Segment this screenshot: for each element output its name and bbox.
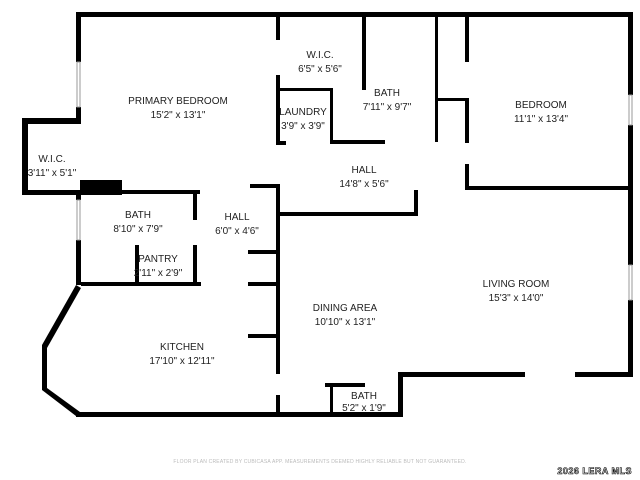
room-size: 10'10" x 13'1" <box>315 317 376 328</box>
room-size: 17'10" x 12'11" <box>149 356 215 367</box>
room-size: 7'11" x 9'7" <box>363 102 412 113</box>
windows <box>76 61 633 301</box>
room-size: 5'2" x 1'9" <box>342 403 386 414</box>
room-size: 15'2" x 13'1" <box>151 110 206 121</box>
room-size: 2'11" x 2'9" <box>134 268 183 279</box>
room-name: LIVING ROOM <box>483 279 550 290</box>
room-name: BATH <box>125 210 151 221</box>
room-size: 6'0" x 4'6" <box>215 226 259 237</box>
room-size: 11'1" x 13'4" <box>514 114 569 125</box>
room-size: 3'11" x 5'1" <box>28 168 77 179</box>
room-name: W.I.C. <box>306 50 333 61</box>
watermark: 2026 LERA MLS <box>557 466 632 477</box>
room-size: 14'8" x 5'6" <box>339 179 389 190</box>
room-name: BATH <box>351 391 377 402</box>
room-name: LAUNDRY <box>279 107 327 118</box>
room-name: HALL <box>351 165 376 176</box>
room-name: DINING AREA <box>313 303 378 314</box>
room-name: KITCHEN <box>160 342 204 353</box>
room-name: HALL <box>224 212 249 223</box>
room-name: BATH <box>374 88 400 99</box>
room-labels: PRIMARY BEDROOM 15'2" x 13'1" W.I.C. 6'5… <box>28 50 569 414</box>
room-size: 8'10" x 7'9" <box>113 224 163 235</box>
disclaimer: FLOOR PLAN CREATED BY CUBICASA APP. MEAS… <box>173 459 467 465</box>
room-name: PRIMARY BEDROOM <box>128 96 228 107</box>
walls <box>22 12 633 417</box>
room-size: 6'5" x 5'6" <box>298 64 342 75</box>
room-name: W.I.C. <box>38 154 65 165</box>
room-name: PANTRY <box>138 254 178 265</box>
room-size: 3'9" x 3'9" <box>281 121 325 132</box>
room-name: BEDROOM <box>515 100 567 111</box>
room-size: 15'3" x 14'0" <box>489 293 544 304</box>
